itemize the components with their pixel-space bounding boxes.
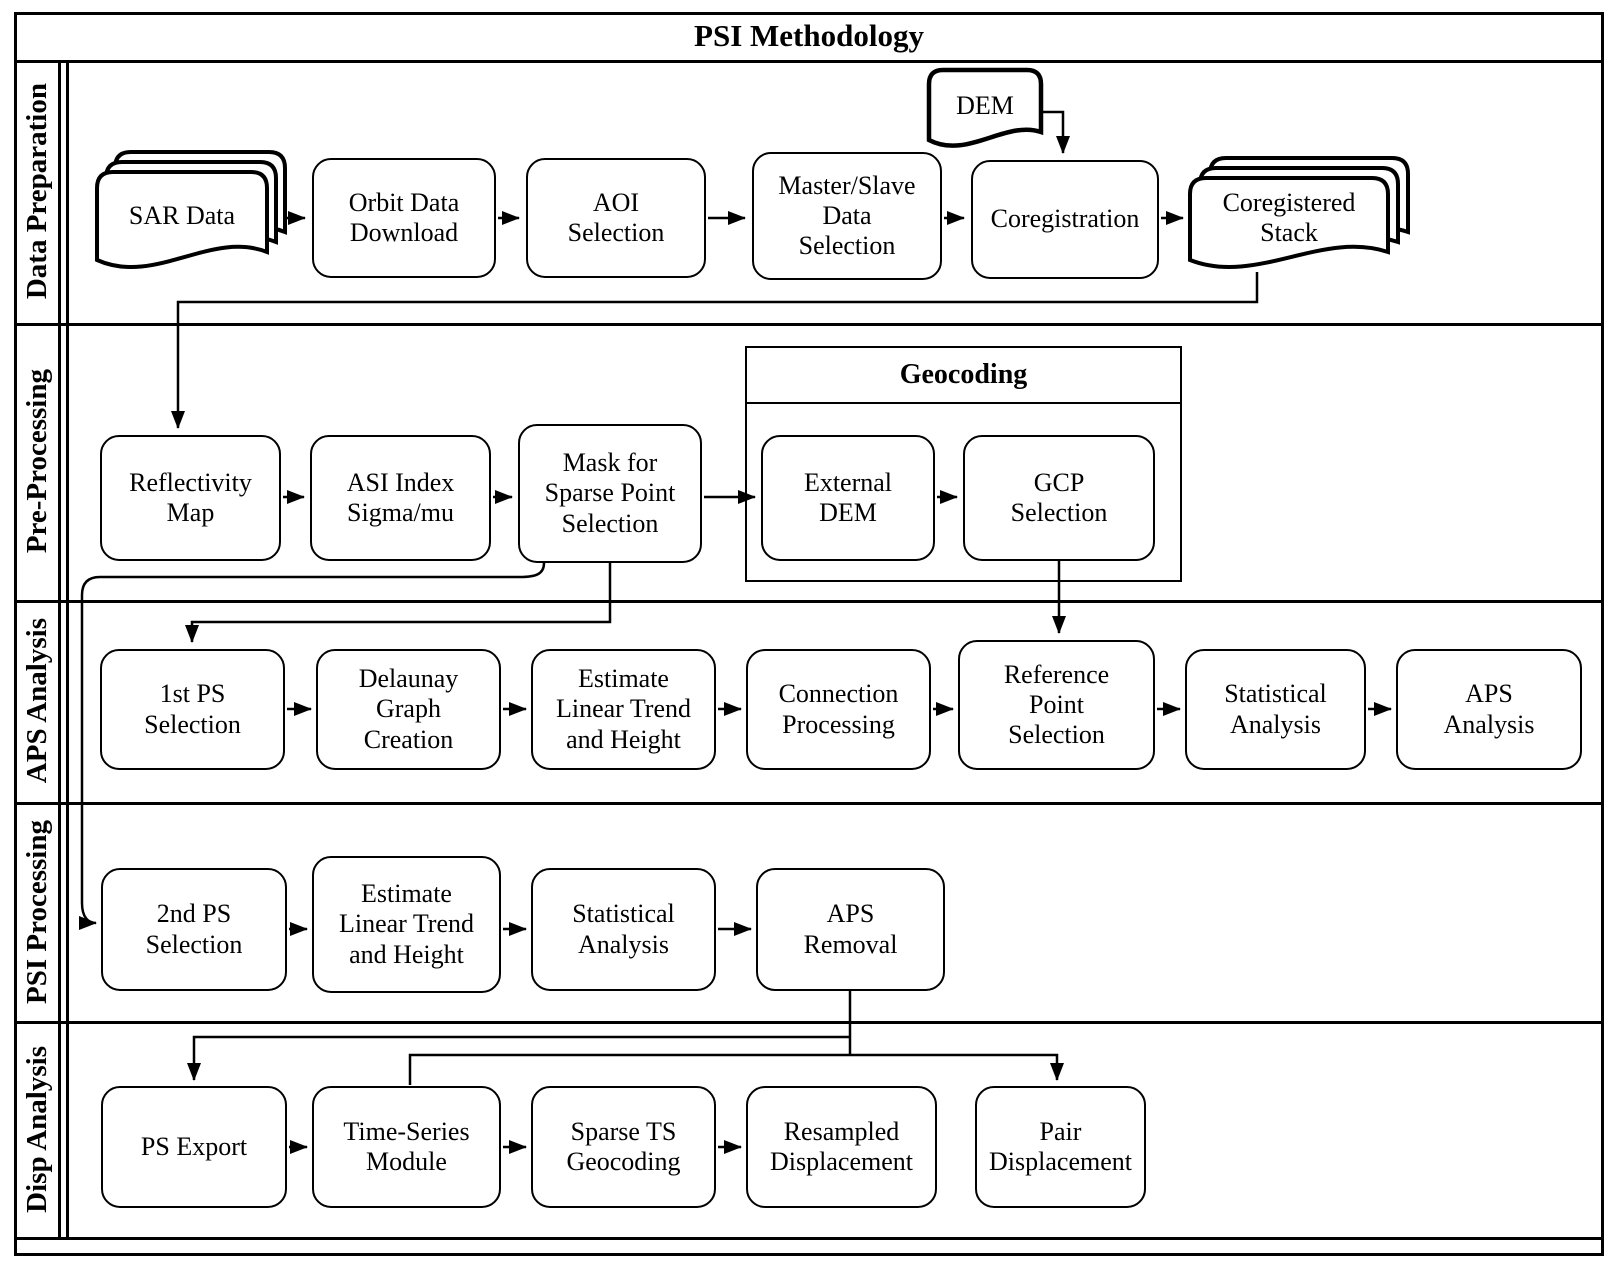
edge-mask-to-1stps [185, 563, 612, 643]
node-reference-point: Reference Point Selection [958, 640, 1155, 770]
lane-divider-2 [14, 600, 1604, 603]
lane-divider-5 [14, 1237, 1604, 1240]
edge-stack-to-reflectivity [171, 272, 1259, 429]
node-sparse-ts-geocoding: Sparse TS Geocoding [531, 1086, 716, 1208]
node-label: Time-Series Module [343, 1116, 470, 1176]
node-label: Connection Processing [778, 679, 899, 739]
lane-label-aps-analysis: APS Analysis [16, 600, 58, 802]
node-delaunay-graph: Delaunay Graph Creation [316, 649, 501, 770]
lane-divider-1 [14, 323, 1604, 326]
node-label: 1st PS Selection [144, 679, 241, 739]
document-stack-icon [95, 150, 287, 270]
node-label: Reference Point Selection [1003, 659, 1110, 750]
lane-label-psi-processing: PSI Processing [16, 802, 58, 1021]
node-label: Master/Slave Data Selection [778, 170, 916, 261]
label-column-divider [58, 60, 61, 1237]
node-ps-export: PS Export [101, 1086, 287, 1208]
node-label: Delaunay Graph Creation [358, 664, 459, 754]
lane-label-text: APS Analysis [20, 618, 53, 784]
node-mask-sparse-point: Mask for Sparse Point Selection [518, 424, 702, 563]
node-sar-data: SAR Data [95, 146, 287, 286]
node-label: Coregistration [990, 204, 1140, 234]
edge-apsremoval-to-psexport [187, 1035, 850, 1081]
node-label: Reflectivity Map [129, 467, 252, 527]
node-label: Statistical Analysis [1224, 679, 1327, 739]
node-statistical-analysis-2: Statistical Analysis [531, 868, 716, 991]
node-label: External DEM [803, 467, 893, 527]
lane-label-text: Pre-Processing [20, 369, 53, 554]
node-label: SAR Data [128, 200, 236, 230]
node-connection-processing: Connection Processing [746, 649, 931, 770]
node-dem: DEM [925, 66, 1045, 164]
node-master-slave-selection: Master/Slave Data Selection [752, 152, 942, 280]
edge-apsremoval-to-timeseries [408, 1053, 850, 1085]
lane-label-data-preparation: Data Preparation [16, 60, 58, 323]
node-resampled-displacement: Resampled Displacement [746, 1086, 937, 1208]
node-label: AOI Selection [567, 187, 665, 247]
lane-label-pre-processing: Pre-Processing [16, 323, 58, 600]
lane-divider-3 [14, 802, 1604, 805]
edge-dem-to-coreg [1042, 110, 1070, 154]
edge-mask-to-2ndps [78, 562, 546, 930]
node-label: 2nd PS Selection [145, 899, 243, 959]
content-left-divider [66, 60, 69, 1237]
node-label: ASI Index Sigma/mu [346, 467, 455, 527]
node-2nd-ps-selection: 2nd PS Selection [101, 868, 287, 991]
node-label: Sparse TS Geocoding [566, 1116, 681, 1176]
node-label: PS Export [140, 1131, 248, 1161]
node-aps-removal: APS Removal [756, 868, 945, 991]
node-reflectivity-map: Reflectivity Map [100, 435, 281, 561]
outer-border [14, 12, 1604, 1256]
title-divider [14, 60, 1604, 63]
diagram-title: PSI Methodology [694, 18, 924, 53]
node-estimate-trend-1: Estimate Linear Trend and Height [531, 649, 716, 770]
node-label: Estimate Linear Trend and Height [555, 664, 692, 754]
lane-divider-4 [14, 1021, 1604, 1024]
document-icon [926, 67, 1044, 148]
node-coregistration: Coregistration [971, 160, 1159, 279]
node-label: Statistical Analysis [572, 899, 675, 959]
node-coregistered-stack: Coregistered Stack [1188, 154, 1410, 282]
node-aoi-selection: AOI Selection [526, 158, 706, 278]
node-label: APS Analysis [1443, 679, 1535, 739]
node-time-series-module: Time-Series Module [312, 1086, 501, 1208]
node-label: Pair Displacement [989, 1116, 1132, 1176]
node-label: DEM [956, 90, 1014, 120]
lane-label-text: PSI Processing [20, 819, 53, 1004]
node-label: Orbit Data Download [348, 187, 460, 247]
edge-apsremoval-to-pairdisp [850, 1053, 1064, 1081]
node-asi-index: ASI Index Sigma/mu [310, 435, 491, 561]
node-statistical-analysis-1: Statistical Analysis [1185, 649, 1366, 770]
lane-label-text: Disp Analysis [20, 1045, 53, 1213]
node-label: GCP Selection [1010, 467, 1108, 527]
node-estimate-trend-2: Estimate Linear Trend and Height [312, 856, 501, 993]
node-label: Estimate Linear Trend and Height [338, 879, 475, 969]
node-orbit-data-download: Orbit Data Download [312, 158, 496, 278]
node-gcp-selection: GCP Selection [963, 435, 1155, 561]
node-label: Coregistered Stack [1222, 187, 1356, 247]
node-label: Resampled Displacement [770, 1116, 913, 1176]
lane-label-text: Data Preparation [20, 83, 53, 300]
lane-label-disp-analysis: Disp Analysis [16, 1021, 58, 1237]
node-external-dem: External DEM [761, 435, 935, 561]
geocoding-group-title: Geocoding [747, 348, 1180, 404]
node-aps-analysis: APS Analysis [1396, 649, 1582, 770]
node-1st-ps-selection: 1st PS Selection [100, 649, 285, 770]
node-label: Mask for Sparse Point Selection [544, 448, 676, 538]
document-stack-icon [1188, 156, 1410, 270]
node-pair-displacement: Pair Displacement [975, 1086, 1146, 1208]
node-label: APS Removal [803, 899, 898, 959]
